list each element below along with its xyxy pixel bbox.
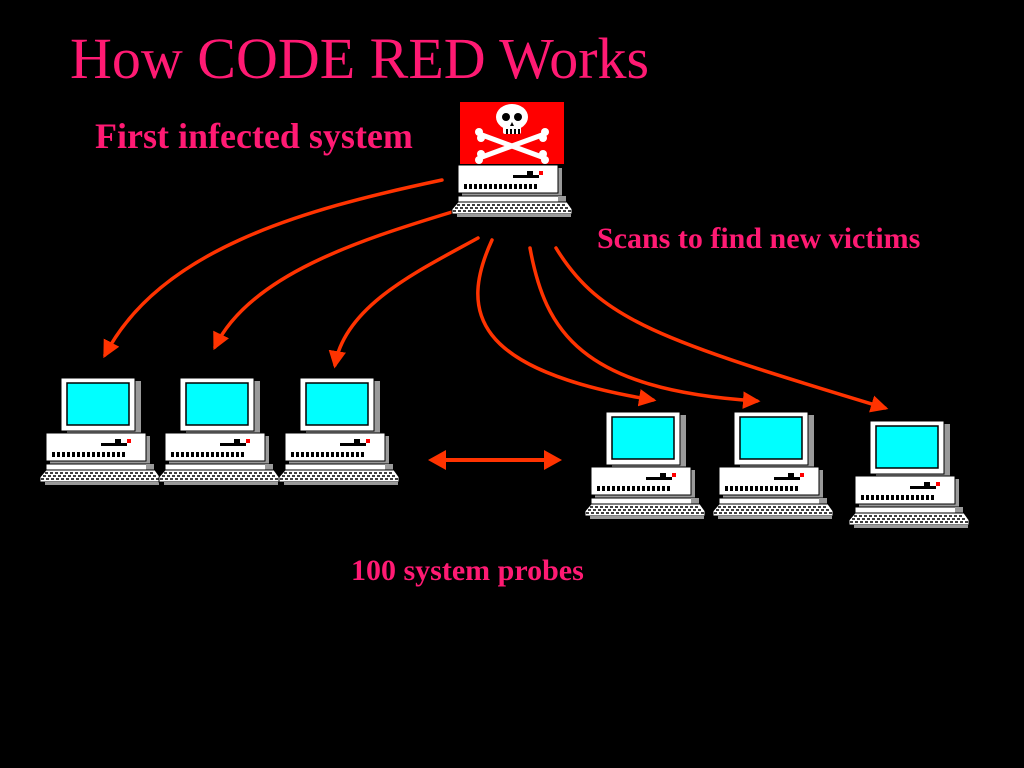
arrow-to-victim-6 — [554, 246, 889, 413]
infected-computer — [451, 102, 573, 218]
victim-computer-2 — [159, 378, 279, 485]
slide-title: How CODE RED Works — [70, 26, 650, 91]
scan-arrows — [103, 178, 889, 413]
arrow-to-victim-1 — [103, 178, 444, 359]
double-arrow-icon — [428, 450, 562, 470]
victim-computer-4 — [585, 412, 705, 519]
arrow-to-victim-3 — [328, 236, 480, 369]
probes-label: 100 system probes — [351, 554, 584, 587]
victim-computer-3 — [279, 378, 399, 485]
victim-computer-1 — [40, 378, 160, 485]
scan-label: Scans to find new victims — [597, 222, 921, 255]
first-infected-label: First infected system — [95, 116, 413, 156]
arrow-to-victim-5 — [528, 246, 761, 409]
victim-computer-6 — [849, 421, 969, 528]
victim-computer-5 — [713, 412, 833, 519]
arrow-to-victim-2 — [213, 210, 454, 351]
arrow-to-victim-4 — [476, 238, 657, 407]
